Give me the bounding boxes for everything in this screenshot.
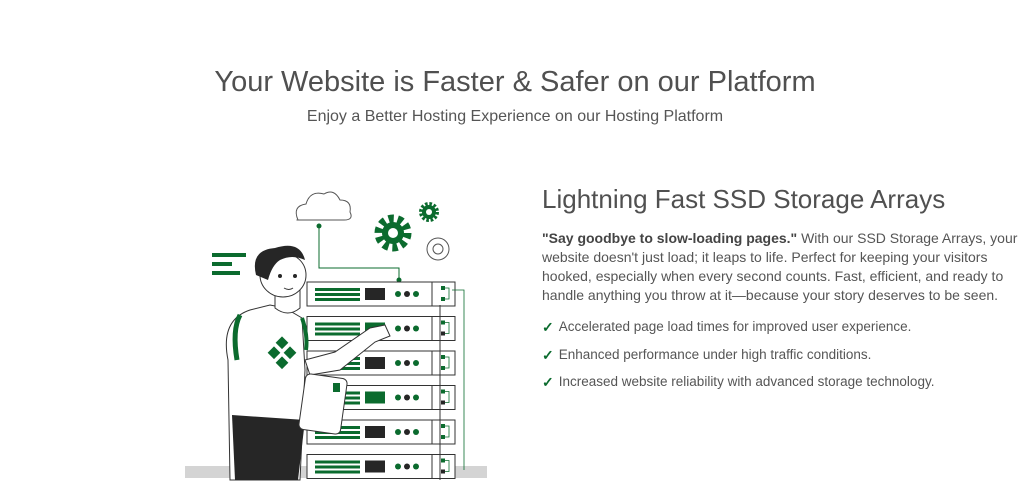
list-item-text: Accelerated page load times for improved… xyxy=(558,319,912,334)
page-title: Your Website is Faster & Safer on our Pl… xyxy=(214,66,816,98)
list-item: ✓ Increased website reliability with adva… xyxy=(542,374,1022,402)
feature-description: "Say goodbye to slow-loading pages." Wit… xyxy=(542,229,1022,305)
check-icon: ✓ xyxy=(542,346,554,363)
list-item: ✓ Accelerated page load times for improve… xyxy=(542,319,1022,347)
check-icon: ✓ xyxy=(542,319,554,335)
check-icon: ✓ xyxy=(542,374,554,390)
feature-heading: Lightning Fast SSD Storage Arrays xyxy=(542,184,946,214)
list-item-text: Enhanced performance under high traffic … xyxy=(558,346,872,362)
feature-body: With our SSD Storage Arrays, your websit… xyxy=(542,230,1018,303)
list-item: ✓Enhanced performance under high traffic… xyxy=(542,347,1022,375)
feature-section: Lightning Fast SSD Storage Arrays "Say g… xyxy=(542,184,1022,402)
page-subtitle: Enjoy a Better Hosting Experience on our… xyxy=(306,108,724,125)
server-illustration xyxy=(185,191,487,481)
feature-list: ✓ Accelerated page load times for improve… xyxy=(542,319,1022,402)
list-item-text: Increased website reliability with advan… xyxy=(558,374,935,389)
feature-quote: "Say goodbye to slow-loading pages." xyxy=(542,230,798,246)
